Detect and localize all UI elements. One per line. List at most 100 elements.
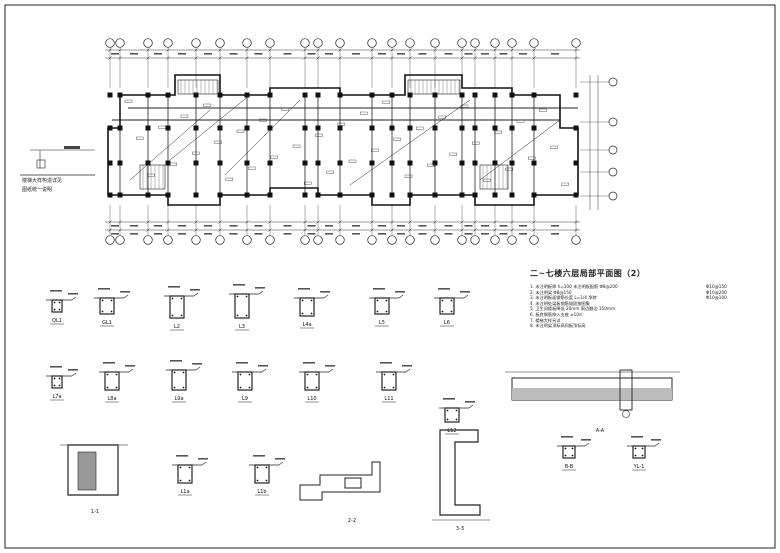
dimension-text xyxy=(418,53,427,55)
rebar-mark xyxy=(416,126,424,130)
detail-column xyxy=(619,369,633,411)
side-note-2: 图纸统一说明 xyxy=(22,187,53,193)
column xyxy=(145,192,151,198)
dimension-tick xyxy=(118,228,122,232)
column xyxy=(492,92,498,98)
section-outline xyxy=(234,293,250,319)
slab-diagonal xyxy=(479,119,561,181)
dimension-tick xyxy=(268,220,272,224)
dim-text xyxy=(170,360,182,362)
rebar-mark xyxy=(326,170,334,174)
leader-line xyxy=(405,368,411,373)
grid-bubble-bottom xyxy=(265,235,275,245)
note-line: 6. 板底钢筋伸入支座 ≥10d xyxy=(530,311,582,317)
leader-line xyxy=(201,461,207,466)
dimension-text xyxy=(499,53,508,55)
dimension-text xyxy=(481,53,489,55)
detail-hatch xyxy=(512,388,672,400)
column xyxy=(107,92,113,98)
section-label: 1-1 xyxy=(91,509,99,515)
dimension-tick xyxy=(118,56,122,60)
rebar-mark xyxy=(180,114,189,118)
dimension-text xyxy=(551,233,559,235)
note-line: 4. 未注明处梁板钢筋锚固按图集 xyxy=(530,300,590,306)
section-detail: L6 xyxy=(434,288,470,327)
slab-diagonal xyxy=(224,99,301,176)
rebar-dot xyxy=(455,418,458,421)
rebar-dot xyxy=(239,373,242,376)
dim-text xyxy=(50,290,62,292)
section-detail: B-B xyxy=(557,436,591,471)
rebar-dot xyxy=(441,310,444,313)
column xyxy=(407,125,413,131)
legend-item: Φ10@150 xyxy=(706,284,727,289)
rebar-dot xyxy=(115,386,118,389)
rebar-mark xyxy=(337,122,345,126)
column xyxy=(193,92,199,98)
dimension-tick xyxy=(390,48,394,52)
dimension-tick xyxy=(493,228,497,232)
dimension-tick xyxy=(218,228,222,232)
dimension-tick xyxy=(316,220,320,224)
dim-text xyxy=(380,362,392,364)
rebar-mark xyxy=(225,177,234,181)
rebar-text xyxy=(325,365,335,367)
plan-title: 二~七楼六层局部平面图（2） xyxy=(530,269,646,278)
dimension-tick xyxy=(194,48,198,52)
column xyxy=(472,192,478,198)
column xyxy=(407,192,413,198)
stair-area xyxy=(177,79,219,95)
dimension-text xyxy=(307,225,316,227)
grid-bubble-top xyxy=(242,38,252,48)
dimension-tick xyxy=(166,228,170,232)
column xyxy=(117,160,123,166)
dimension-text xyxy=(352,53,360,55)
detail-3-3: 3-3 xyxy=(432,429,490,532)
column xyxy=(492,125,498,131)
dimension-text xyxy=(444,233,453,235)
rebar-text xyxy=(460,291,470,293)
rebar-mark xyxy=(158,125,166,129)
column xyxy=(337,192,343,198)
rebar-dot xyxy=(376,310,379,313)
dim-text xyxy=(561,436,573,438)
dimension-text xyxy=(551,53,559,55)
column xyxy=(244,192,250,198)
grid-bubble-bottom xyxy=(242,235,252,245)
dim-text xyxy=(176,455,188,457)
leader-line xyxy=(468,404,474,409)
dimension-text xyxy=(229,233,238,235)
column xyxy=(531,160,537,166)
detail-outline xyxy=(299,461,381,501)
column xyxy=(315,192,321,198)
grid-bubble-bottom xyxy=(115,235,125,245)
rebar-mark xyxy=(472,141,480,145)
column xyxy=(509,92,515,98)
column xyxy=(389,192,395,198)
rebar-text xyxy=(275,458,285,460)
dimension-text xyxy=(481,233,489,235)
detail-1-1: 1-1 xyxy=(60,444,128,515)
dimension-text xyxy=(444,53,453,55)
rebar-mark xyxy=(135,136,144,140)
rebar-mark xyxy=(528,156,536,160)
column xyxy=(389,160,395,166)
dimension-tick xyxy=(370,228,374,232)
section-detail: L1b xyxy=(249,455,285,496)
rebar-mark xyxy=(393,137,401,141)
rebar-dot xyxy=(310,299,313,302)
grid-bubble-top xyxy=(105,38,115,48)
legend-item: Φ10@200 xyxy=(706,289,727,295)
rebar-dot xyxy=(315,386,318,389)
grid-bubble-bottom xyxy=(529,235,539,245)
dimension-text xyxy=(204,53,212,55)
dimension-tick xyxy=(146,56,150,60)
rebar-mark xyxy=(169,162,178,166)
grid-bubble-top xyxy=(571,38,581,48)
rebar-dot xyxy=(441,299,444,302)
rebar-dot xyxy=(571,447,574,450)
rebar-dot xyxy=(53,384,56,387)
axis-bubble-right xyxy=(608,117,618,127)
section-label: L1b xyxy=(257,489,266,495)
column xyxy=(459,92,465,98)
